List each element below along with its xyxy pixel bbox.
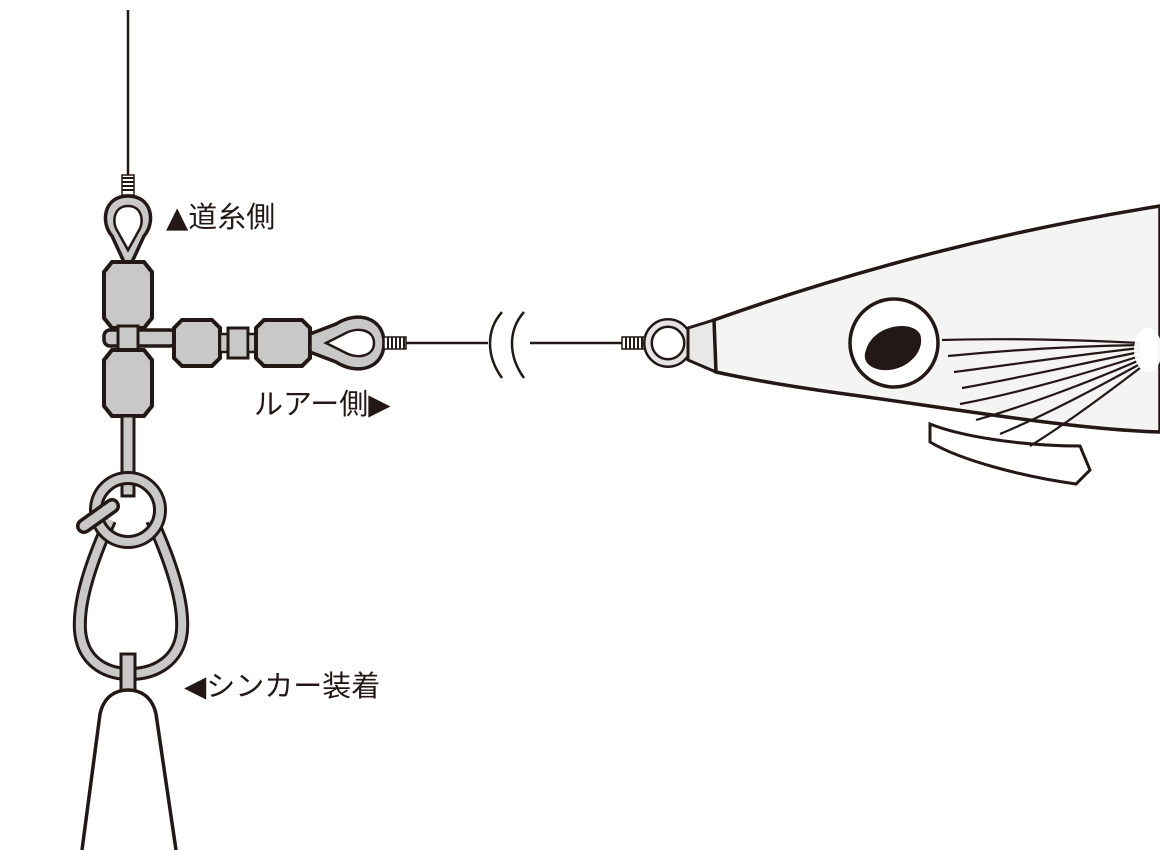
swivel-lower-barrel <box>102 348 154 418</box>
swivel-upper-barrel <box>102 260 154 330</box>
lure-eye <box>848 297 940 389</box>
swivel-top-eye <box>103 194 153 264</box>
main-line-knot <box>121 174 135 196</box>
line-break-marks <box>488 311 526 379</box>
split-ring <box>76 471 167 549</box>
branch-eye <box>308 315 386 371</box>
leader-knot-lure <box>621 336 647 350</box>
branch-barrel-2 <box>254 318 312 368</box>
lure-body <box>686 204 1160 434</box>
branch-connector <box>218 326 258 360</box>
sinker-attach-label: ◀シンカー装着 <box>184 669 381 703</box>
lure-fin <box>928 421 1092 486</box>
swivel-cross-pin <box>102 324 178 352</box>
lure-side-label: ルアー側▶ <box>254 387 391 421</box>
sinker <box>80 688 178 850</box>
branch-barrel-1 <box>172 318 222 368</box>
main-line-side-label: ▲道糸側 <box>166 200 276 234</box>
lure-feathers <box>941 338 1141 447</box>
lure-ring <box>643 318 693 368</box>
leader-knot-swivel <box>383 336 407 350</box>
lure-tail-glow <box>1134 328 1160 372</box>
